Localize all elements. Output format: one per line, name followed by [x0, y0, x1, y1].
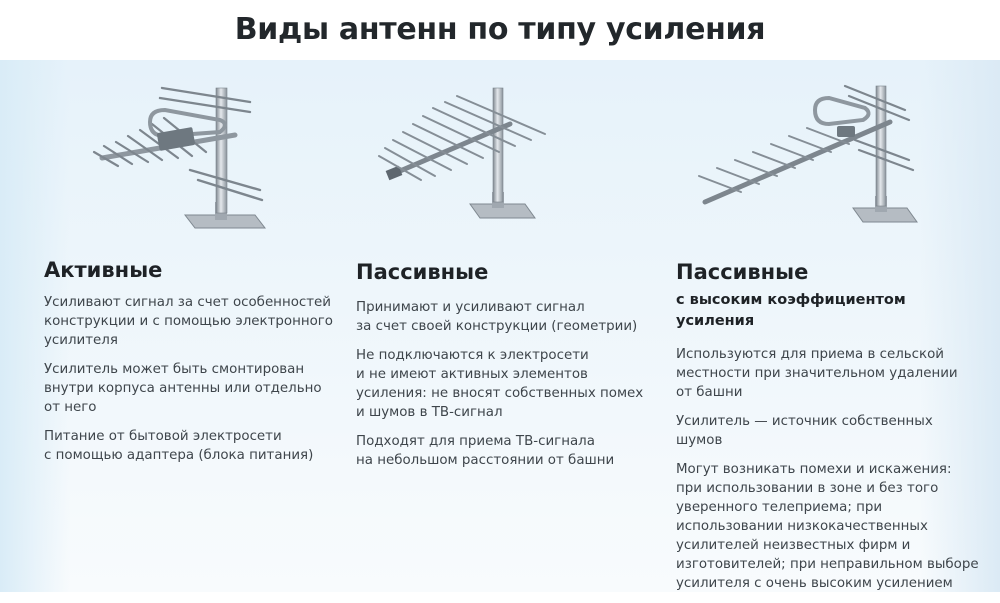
paragraph: Питание от бытовой электросети с помощью… — [44, 429, 314, 463]
column-title: Активные — [44, 258, 163, 282]
background-edge-left — [0, 60, 70, 592]
paragraph: Могут возникать помехи и искажения: при … — [676, 462, 979, 591]
passive-antenna-icon — [375, 84, 555, 244]
column-title: Пассивные — [356, 260, 489, 284]
paragraph: Усилитель — источник собственных шумов — [676, 414, 933, 448]
paragraph: Не подключаются к электросети и не имеют… — [356, 348, 644, 420]
column-text: Принимают и усиливают сигнал за счет сво… — [356, 298, 656, 480]
column-text: Используются для приема в сельской местн… — [676, 345, 986, 603]
paragraph: Усилитель может быть смонтирован внутри … — [44, 362, 322, 415]
column-text: Усиливают сигнал за счет особенностей ко… — [44, 293, 344, 475]
paragraph: Подходят для приема ТВ-сигнала на неболь… — [356, 434, 615, 468]
page-title: Виды антенн по типу усиления — [234, 12, 766, 47]
paragraph: Используются для приема в сельской местн… — [676, 347, 958, 400]
background-edge-right — [920, 60, 1000, 592]
active-antenna-icon — [90, 80, 290, 240]
high-gain-antenna-icon — [695, 80, 920, 240]
column-title: Пассивные — [676, 260, 809, 284]
paragraph: Принимают и усиливают сигнал за счет сво… — [356, 300, 638, 334]
column-subtitle: с высоким коэффициентом усиления — [676, 292, 906, 329]
paragraph: Усиливают сигнал за счет особенностей ко… — [44, 295, 333, 348]
